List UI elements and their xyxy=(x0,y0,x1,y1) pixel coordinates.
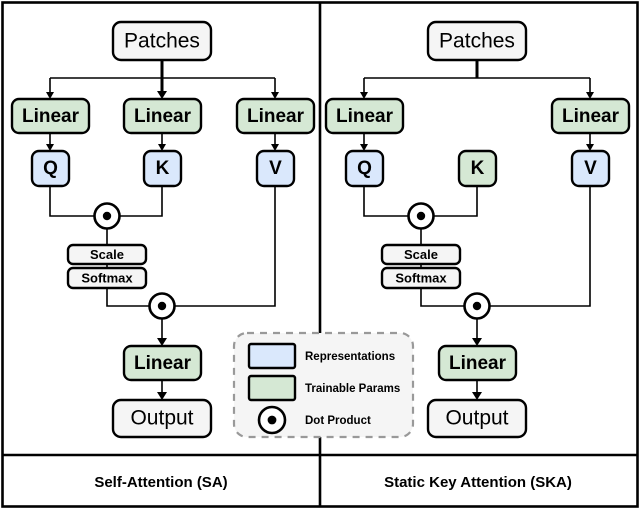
sa-patches-label: Patches xyxy=(124,30,200,53)
sa-k-label: K xyxy=(156,158,170,179)
legend-label-trainable-params: Trainable Params xyxy=(305,383,400,395)
ska-scale-node: Scale xyxy=(380,243,462,266)
legend-item-trainable-params: Trainable Params xyxy=(247,374,400,402)
panel-self-attention: Patches Linear Linear Linear Q xyxy=(10,20,316,491)
ska-q-label: Q xyxy=(357,158,372,179)
ska-k-node: K xyxy=(457,149,498,188)
ska-patches-node: Patches xyxy=(426,20,528,62)
ska-linear-out-node: Linear xyxy=(437,344,518,382)
sa-dot-product-qk xyxy=(93,202,121,230)
ska-output-node: Output xyxy=(426,398,528,439)
ska-v-node: V xyxy=(570,149,611,188)
ska-linear-v-node: Linear xyxy=(550,97,631,135)
sa-linear-q-node: Linear xyxy=(10,97,91,135)
ska-linear-out-label: Linear xyxy=(449,353,507,374)
sa-patches-node: Patches xyxy=(111,20,213,62)
sa-q-node: Q xyxy=(30,149,71,188)
ska-softmax-node: Softmax xyxy=(380,266,462,290)
sa-panel-caption: Self-Attention (SA) xyxy=(94,474,227,491)
panel-static-key-attention: Patches Linear Linear Q K V xyxy=(324,20,631,491)
sa-softmax-label: Softmax xyxy=(81,270,133,285)
ska-scale-label: Scale xyxy=(404,247,438,262)
legend: Representations Trainable Params Dot Pro… xyxy=(232,331,415,439)
legend-item-representations: Representations xyxy=(247,342,395,370)
legend-label-representations: Representations xyxy=(305,351,395,363)
sa-output-node: Output xyxy=(111,398,213,439)
sa-k-node: K xyxy=(142,149,183,188)
ska-panel-caption: Static Key Attention (SKA) xyxy=(384,474,572,491)
ska-linear-q-node: Linear xyxy=(324,97,405,135)
sa-v-label: V xyxy=(269,158,282,179)
sa-linear-out-label: Linear xyxy=(134,353,192,374)
sa-linear-v-node: Linear xyxy=(235,97,316,135)
sa-linear-out-node: Linear xyxy=(122,344,203,382)
ska-linear-q-label: Linear xyxy=(336,106,394,127)
sa-linear-k-node: Linear xyxy=(122,97,203,135)
ska-v-label: V xyxy=(584,158,597,179)
sa-dot-product-attn-v xyxy=(148,292,176,320)
ska-patches-label: Patches xyxy=(439,30,515,53)
ska-linear-v-label: Linear xyxy=(562,106,620,127)
ska-q-node: Q xyxy=(344,149,385,188)
ska-softmax-label: Softmax xyxy=(395,270,447,285)
sa-linear-v-label: Linear xyxy=(247,106,305,127)
ska-dot-product-qk xyxy=(407,202,435,230)
legend-item-dot-product: Dot Product xyxy=(257,405,371,435)
sa-v-node: V xyxy=(255,149,296,188)
sa-linear-k-label: Linear xyxy=(134,106,192,127)
legend-label-dot-product: Dot Product xyxy=(305,415,371,427)
sa-linear-q-label: Linear xyxy=(22,106,80,127)
dot-product-icon xyxy=(257,405,287,435)
ska-edges xyxy=(360,60,594,400)
ska-k-label: K xyxy=(471,158,485,179)
sa-q-label: Q xyxy=(43,158,58,179)
ska-dot-product-attn-v xyxy=(463,292,491,320)
sa-scale-label: Scale xyxy=(90,247,124,262)
ska-output-label: Output xyxy=(445,407,508,430)
sa-edges xyxy=(46,60,279,400)
sa-softmax-node: Softmax xyxy=(66,266,148,290)
sa-output-label: Output xyxy=(130,407,193,430)
sa-scale-node: Scale xyxy=(66,243,148,266)
